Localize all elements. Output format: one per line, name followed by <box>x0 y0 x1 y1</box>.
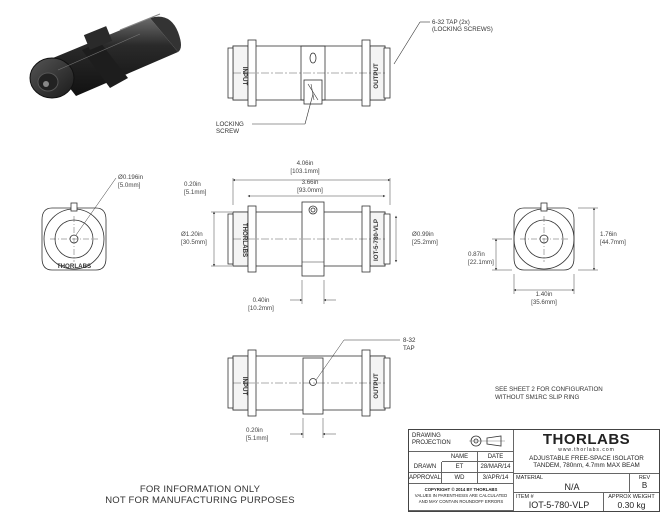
description-line-2: TANDEM, 780nm, 4.7mm MAX BEAM <box>533 462 640 469</box>
top-output-label: OUTPUT <box>373 63 380 89</box>
tap-word-callout: TAP <box>403 345 415 352</box>
bottom-output-label: OUTPUT <box>373 373 380 399</box>
ring-width-mm: [5.1mm] <box>184 189 207 196</box>
weight-cell: APPROX WEIGHT 0.30 kg <box>604 493 659 511</box>
disclaimer-line-2: NOT FOR MANUFACTURING PURPOSES <box>105 495 295 506</box>
material-label: MATERIAL <box>516 475 544 481</box>
approval-label: APPROVAL <box>409 473 442 484</box>
clamp-width-mm: [10.2mm] <box>248 305 274 312</box>
values-note-1: VALUES IN PARENTHESIS ARE CALCULATED <box>414 493 508 498</box>
projection-symbol-icon <box>469 435 505 447</box>
description-cell: ADJUSTABLE FREE-SPACE ISOLATOR TANDEM, 7… <box>514 452 659 474</box>
bottom-offset-in: 0.20in <box>246 427 263 434</box>
item-label: ITEM # <box>516 494 534 500</box>
weight-label: APPROX WEIGHT <box>608 494 655 500</box>
bottom-view <box>227 339 400 417</box>
overall-height-mm: [44.7mm] <box>600 239 626 246</box>
drawn-label: DRAWN <box>409 462 442 473</box>
bore-diameter-in: Ø0.196in <box>118 174 144 181</box>
rev-cell: REV B <box>630 474 659 493</box>
projection-cell: DRAWING PROJECTION <box>409 430 514 452</box>
left-diameter-in: Ø1.20in <box>181 231 203 238</box>
date-header: DATE <box>478 452 514 462</box>
website: www.thorlabs.com <box>558 447 615 453</box>
overall-length-mm: [103.1mm] <box>290 168 320 175</box>
bore-diameter-mm: [5.0mm] <box>118 182 141 189</box>
approval-date: 3/APR/14 <box>478 473 514 484</box>
name-header: NAME <box>442 452 478 462</box>
overall-width-in: 1.40in <box>536 291 553 298</box>
copyright: COPYRIGHT © 2014 BY THORLABS <box>424 487 498 492</box>
left-end-view <box>41 177 117 271</box>
material-cell: MATERIAL N/A <box>514 474 630 493</box>
right-diameter-mm: [25.2mm] <box>412 239 438 246</box>
tap-8-32-callout: 8-32 <box>403 337 416 344</box>
logo-cell: THORLABS www.thorlabs.com <box>514 430 659 453</box>
rev-value: B <box>641 481 648 490</box>
clamp-width-in: 0.40in <box>253 297 270 304</box>
item-cell: ITEM # IOT-5-780-VLP <box>514 493 604 511</box>
overall-width-mm: [35.6mm] <box>531 299 557 306</box>
title-block: DRAWING PROJECTION NAME DATE DRAWN ET 28… <box>408 429 660 512</box>
locking-callout: LOCKING <box>216 121 244 128</box>
projection-label: PROJECTION <box>412 440 451 446</box>
drawing-label: DRAWING <box>412 433 441 439</box>
right-end-view <box>513 202 575 271</box>
isometric-render <box>29 13 181 99</box>
front-brand-label: THORLABS <box>241 223 248 257</box>
sheet-note-line-1: SEE SHEET 2 FOR CONFIGURATION <box>495 386 603 393</box>
center-height-mm: [22.1mm] <box>468 259 494 266</box>
drawn-name: ET <box>442 462 478 473</box>
sheet-note-line-2: WITHOUT SM1RC SLIP RING <box>495 394 580 401</box>
body-length-mm: [93.0mm] <box>297 187 323 194</box>
disclaimer-line-1: FOR INFORMATION ONLY <box>139 484 261 495</box>
material-value: N/A <box>564 482 580 492</box>
weight-value: 0.30 kg <box>617 500 646 510</box>
left-diameter-mm: [30.5mm] <box>181 239 207 246</box>
rev-label: REV <box>638 475 651 481</box>
ring-width-in: 0.20in <box>184 181 201 188</box>
bottom-input-label: INPUT <box>241 377 248 396</box>
disclaimer: FOR INFORMATION ONLY NOT FOR MANUFACTURI… <box>100 484 300 506</box>
top-brand-label: INPUT <box>241 67 248 86</box>
overall-length-in: 4.06in <box>297 160 314 167</box>
front-view <box>227 201 391 277</box>
screw-callout: SCREW <box>216 128 239 135</box>
description-line-1: ADJUSTABLE FREE-SPACE ISOLATOR <box>529 455 644 462</box>
approval-name: WD <box>442 473 478 484</box>
front-model-label: IOT-5-780-VLP <box>373 219 380 261</box>
thorlabs-logo: THORLABS <box>542 431 631 448</box>
drawn-date: 28/MAR/14 <box>478 462 514 473</box>
locking-screws-callout: (LOCKING SCREWS) <box>432 26 493 33</box>
left-end-brand: THORLABS <box>57 263 91 270</box>
right-diameter-in: Ø0.99in <box>412 231 434 238</box>
top-view <box>227 39 391 107</box>
copyright-cell: COPYRIGHT © 2014 BY THORLABS VALUES IN P… <box>409 484 514 511</box>
body-length-in: 3.66in <box>302 179 319 186</box>
tap-2x-callout: 6-32 TAP (2x) <box>432 19 470 26</box>
item-value: IOT-5-780-VLP <box>528 500 590 510</box>
center-height-in: 0.87in <box>468 251 485 258</box>
overall-height-in: 1.76in <box>600 231 617 238</box>
bottom-offset-mm: [5.1mm] <box>246 435 269 442</box>
values-note-2: AND MAY CONTAIN ROUNDOFF ERRORS <box>418 499 504 504</box>
